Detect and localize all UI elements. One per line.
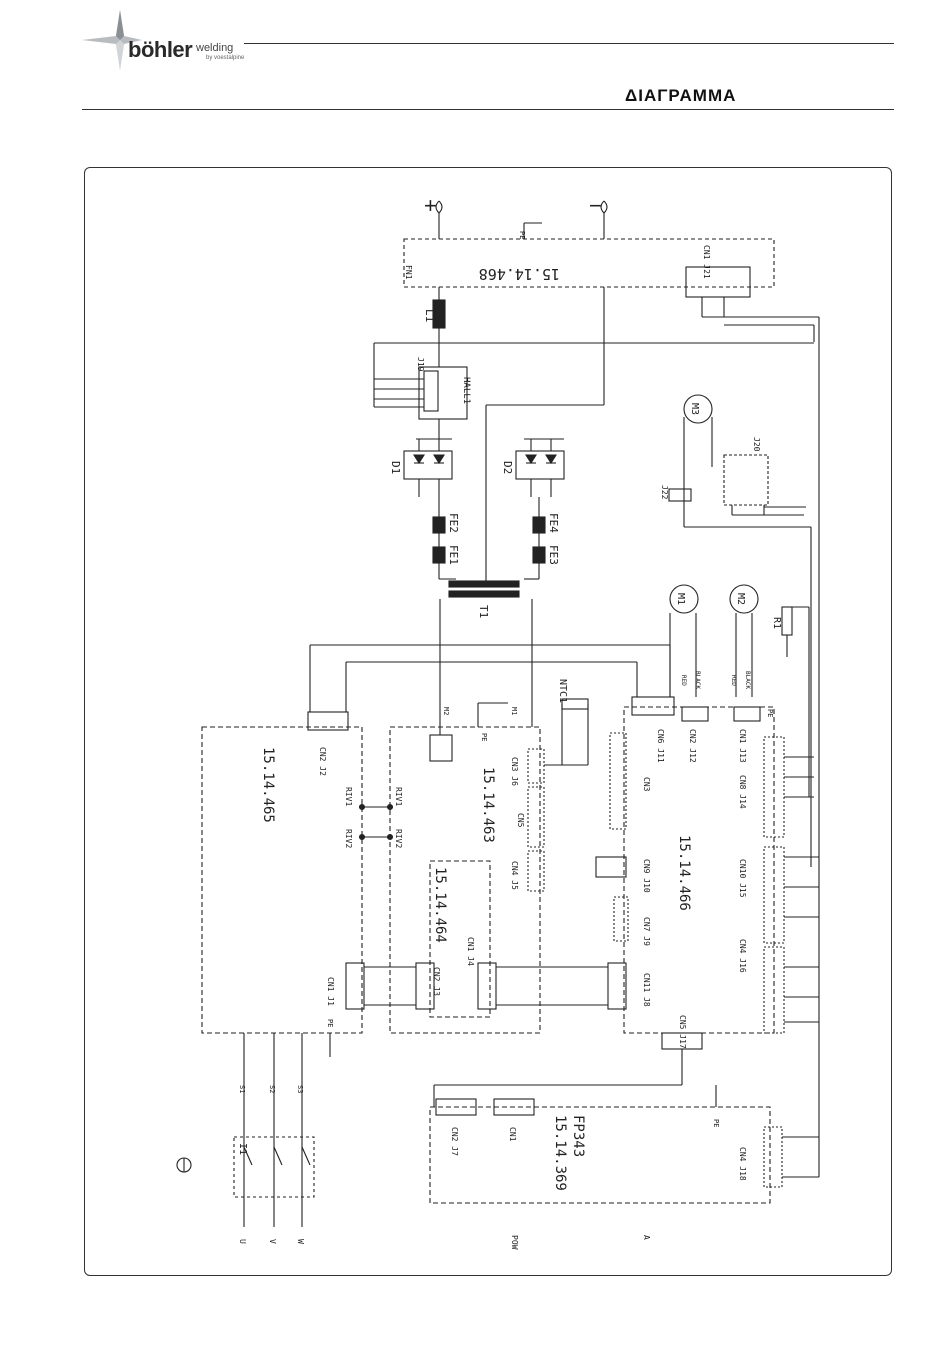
s2-label: S2 [268,1085,276,1093]
wiring-diagram: + − FN1 15.14.468 PE CN1 J21 L1 HALL1 J1… [176,193,820,1250]
cn2-j3-label: CN2 J3 [432,967,441,996]
riv2-left-label: RIV2 [344,829,353,848]
riv2-right-label: RIV2 [394,829,403,848]
riv1-left-label: RIV1 [344,787,353,806]
board-fn1-code: 15.14.468 [479,265,560,283]
m1-point-label: M1 [510,707,518,715]
riv1-right-label: RIV1 [394,787,403,806]
cn5-label: CN5 [516,813,525,828]
cn1-j4-label: CN1 J4 [466,937,475,966]
board-464-code: 15.14.464 [432,867,448,943]
m2-black-label: BLACK [744,671,751,689]
star-logo-icon [82,10,142,70]
cn8-j14-label: CN8 J14 [738,775,747,809]
cn10-j15-label: CN10 J15 [738,859,747,898]
minus-terminal-label: − [589,193,602,218]
m3-label: M3 [689,403,700,415]
m1-red-label: RED [680,675,687,686]
plus-terminal-label: + [424,193,437,218]
d1-label: D1 [389,461,402,474]
m1-label: M1 [675,593,686,605]
w-label: W [296,1239,305,1244]
j22-label: J22 [660,485,669,500]
cn4-j16-label: CN4 J16 [738,939,747,973]
m1-black-label: BLACK [694,671,701,689]
hall1-label: HALL1 [461,377,471,404]
t1-label: T1 [477,605,490,618]
fe3-label: FE3 [547,545,560,565]
board-466-code: 15.14.466 [676,835,692,911]
u-label: U [238,1239,247,1244]
fe1-label: FE1 [447,545,460,565]
pe-465-label: PE [326,1019,334,1027]
board-463-code: 15.14.463 [480,767,496,843]
ntc1-label: NTC1 [557,679,568,703]
s3-label: S3 [296,1085,304,1093]
board-465-code: 15.14.465 [260,747,276,823]
cn1-j21-label: CN1 J21 [702,245,711,279]
bohler-logo [82,10,252,70]
l1-label: L1 [423,309,436,322]
r1-label: R1 [771,617,782,629]
v-label: V [268,1239,277,1244]
fe4-label: FE4 [547,513,560,533]
fn1-label: FN1 [404,265,413,280]
d2-label: D2 [501,461,514,474]
diagram-frame [84,167,892,1276]
page-title: ΔΙΑΓΡΑΜΜΑ [625,86,737,105]
pe-463-label: PE [480,733,488,741]
board-fp343-code: FP343 [570,1115,586,1157]
cn1-label: CN1 [508,1127,517,1142]
cn2-j12-label: CN2 J12 [688,729,697,763]
cn4-j5-label: CN4 J5 [510,861,519,890]
brand-name: böhler [128,37,193,62]
m2-red-label: RED [730,675,737,686]
title-rule [82,109,894,110]
cn1-j1-label: CN1 J1 [326,977,335,1006]
j19-label: J19 [416,357,425,372]
brand-sub: by voestalpine [206,55,245,61]
cn7-j9-label: CN7 J9 [642,917,651,946]
pe-label-top: PE [518,231,526,239]
cn11-j8-label: CN11 J8 [642,973,651,1007]
cn3-label: CN3 [642,777,651,792]
j20-label: J20 [752,437,761,452]
cn5-j17-label: CN5 J17 [678,1015,687,1049]
pe-369-label: PE [712,1119,720,1127]
cn2-j7-label: CN2 J7 [450,1127,459,1156]
board-369-code: 15.14.369 [552,1115,568,1191]
m2-label: M2 [735,593,746,605]
a-label: A [642,1235,651,1240]
cn6-j11-label: CN6 J11 [656,729,665,763]
cn9-j10-label: CN9 J10 [642,859,651,893]
cn4-j18-label: CN4 J18 [738,1147,747,1181]
brand-suffix: welding [196,42,234,54]
cn2-j2-label: CN2 J2 [318,747,327,776]
fe2-label: FE2 [447,513,460,533]
pow-label: POW [510,1235,519,1250]
header-rule [244,43,894,44]
i1-label: I1 [237,1143,248,1155]
pe-466-label: PE [766,709,774,717]
cn3-j6-label: CN3 J6 [510,757,519,786]
cn1-j13-label: CN1 J13 [738,729,747,763]
m2-point-label: M2 [442,707,450,715]
s1-label: S1 [238,1085,246,1093]
